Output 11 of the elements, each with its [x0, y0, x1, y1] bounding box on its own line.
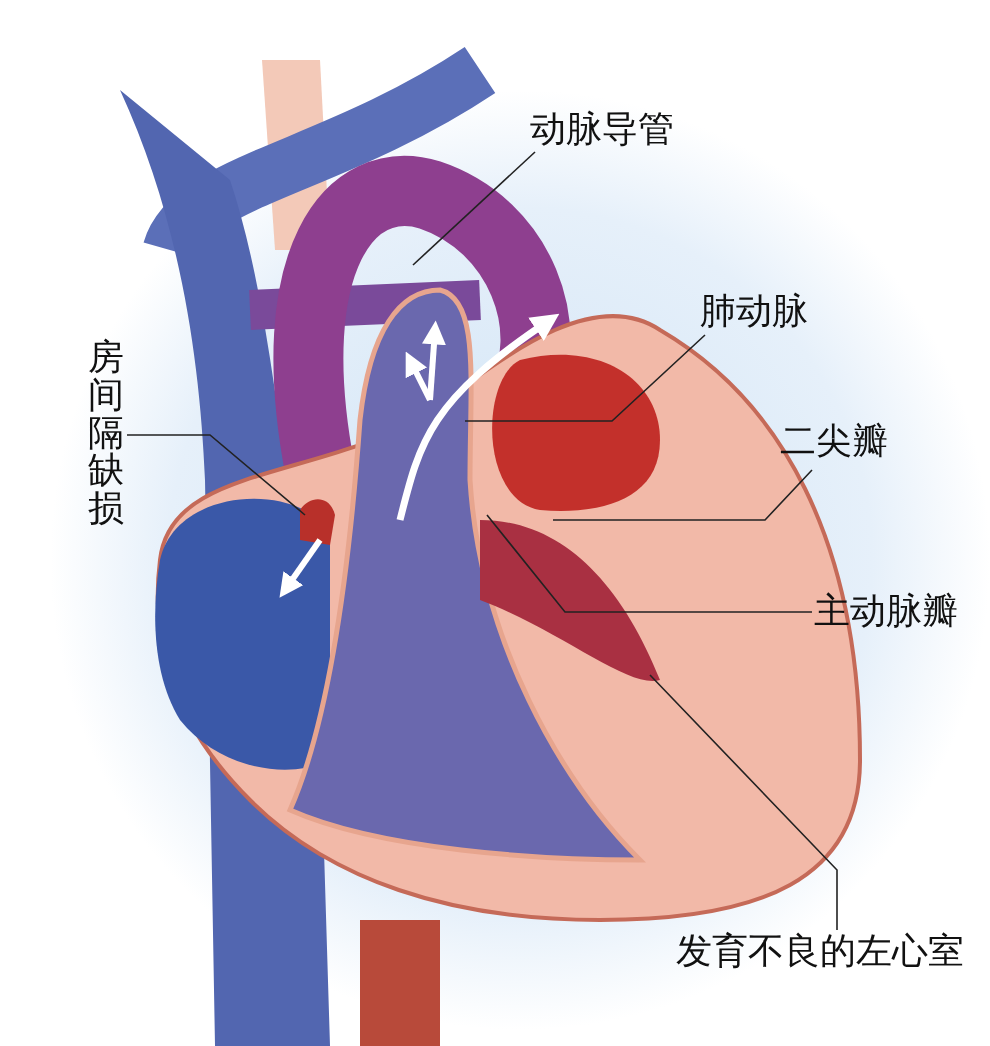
- leader-line: [464, 334, 706, 422]
- callout-label: 房间隔缺损: [86, 338, 126, 527]
- callout-label: 二尖瓣: [780, 420, 888, 462]
- leader-line: [649, 674, 838, 931]
- callout-label: 肺动脉: [700, 290, 808, 332]
- leader-line: [126, 434, 306, 516]
- leader-line: [412, 151, 536, 266]
- callout-label: 主动脉瓣: [814, 590, 958, 632]
- callout-label: 动脉导管: [530, 108, 674, 150]
- leader-line: [486, 514, 813, 613]
- callout-label: 发育不良的左心室: [676, 930, 964, 972]
